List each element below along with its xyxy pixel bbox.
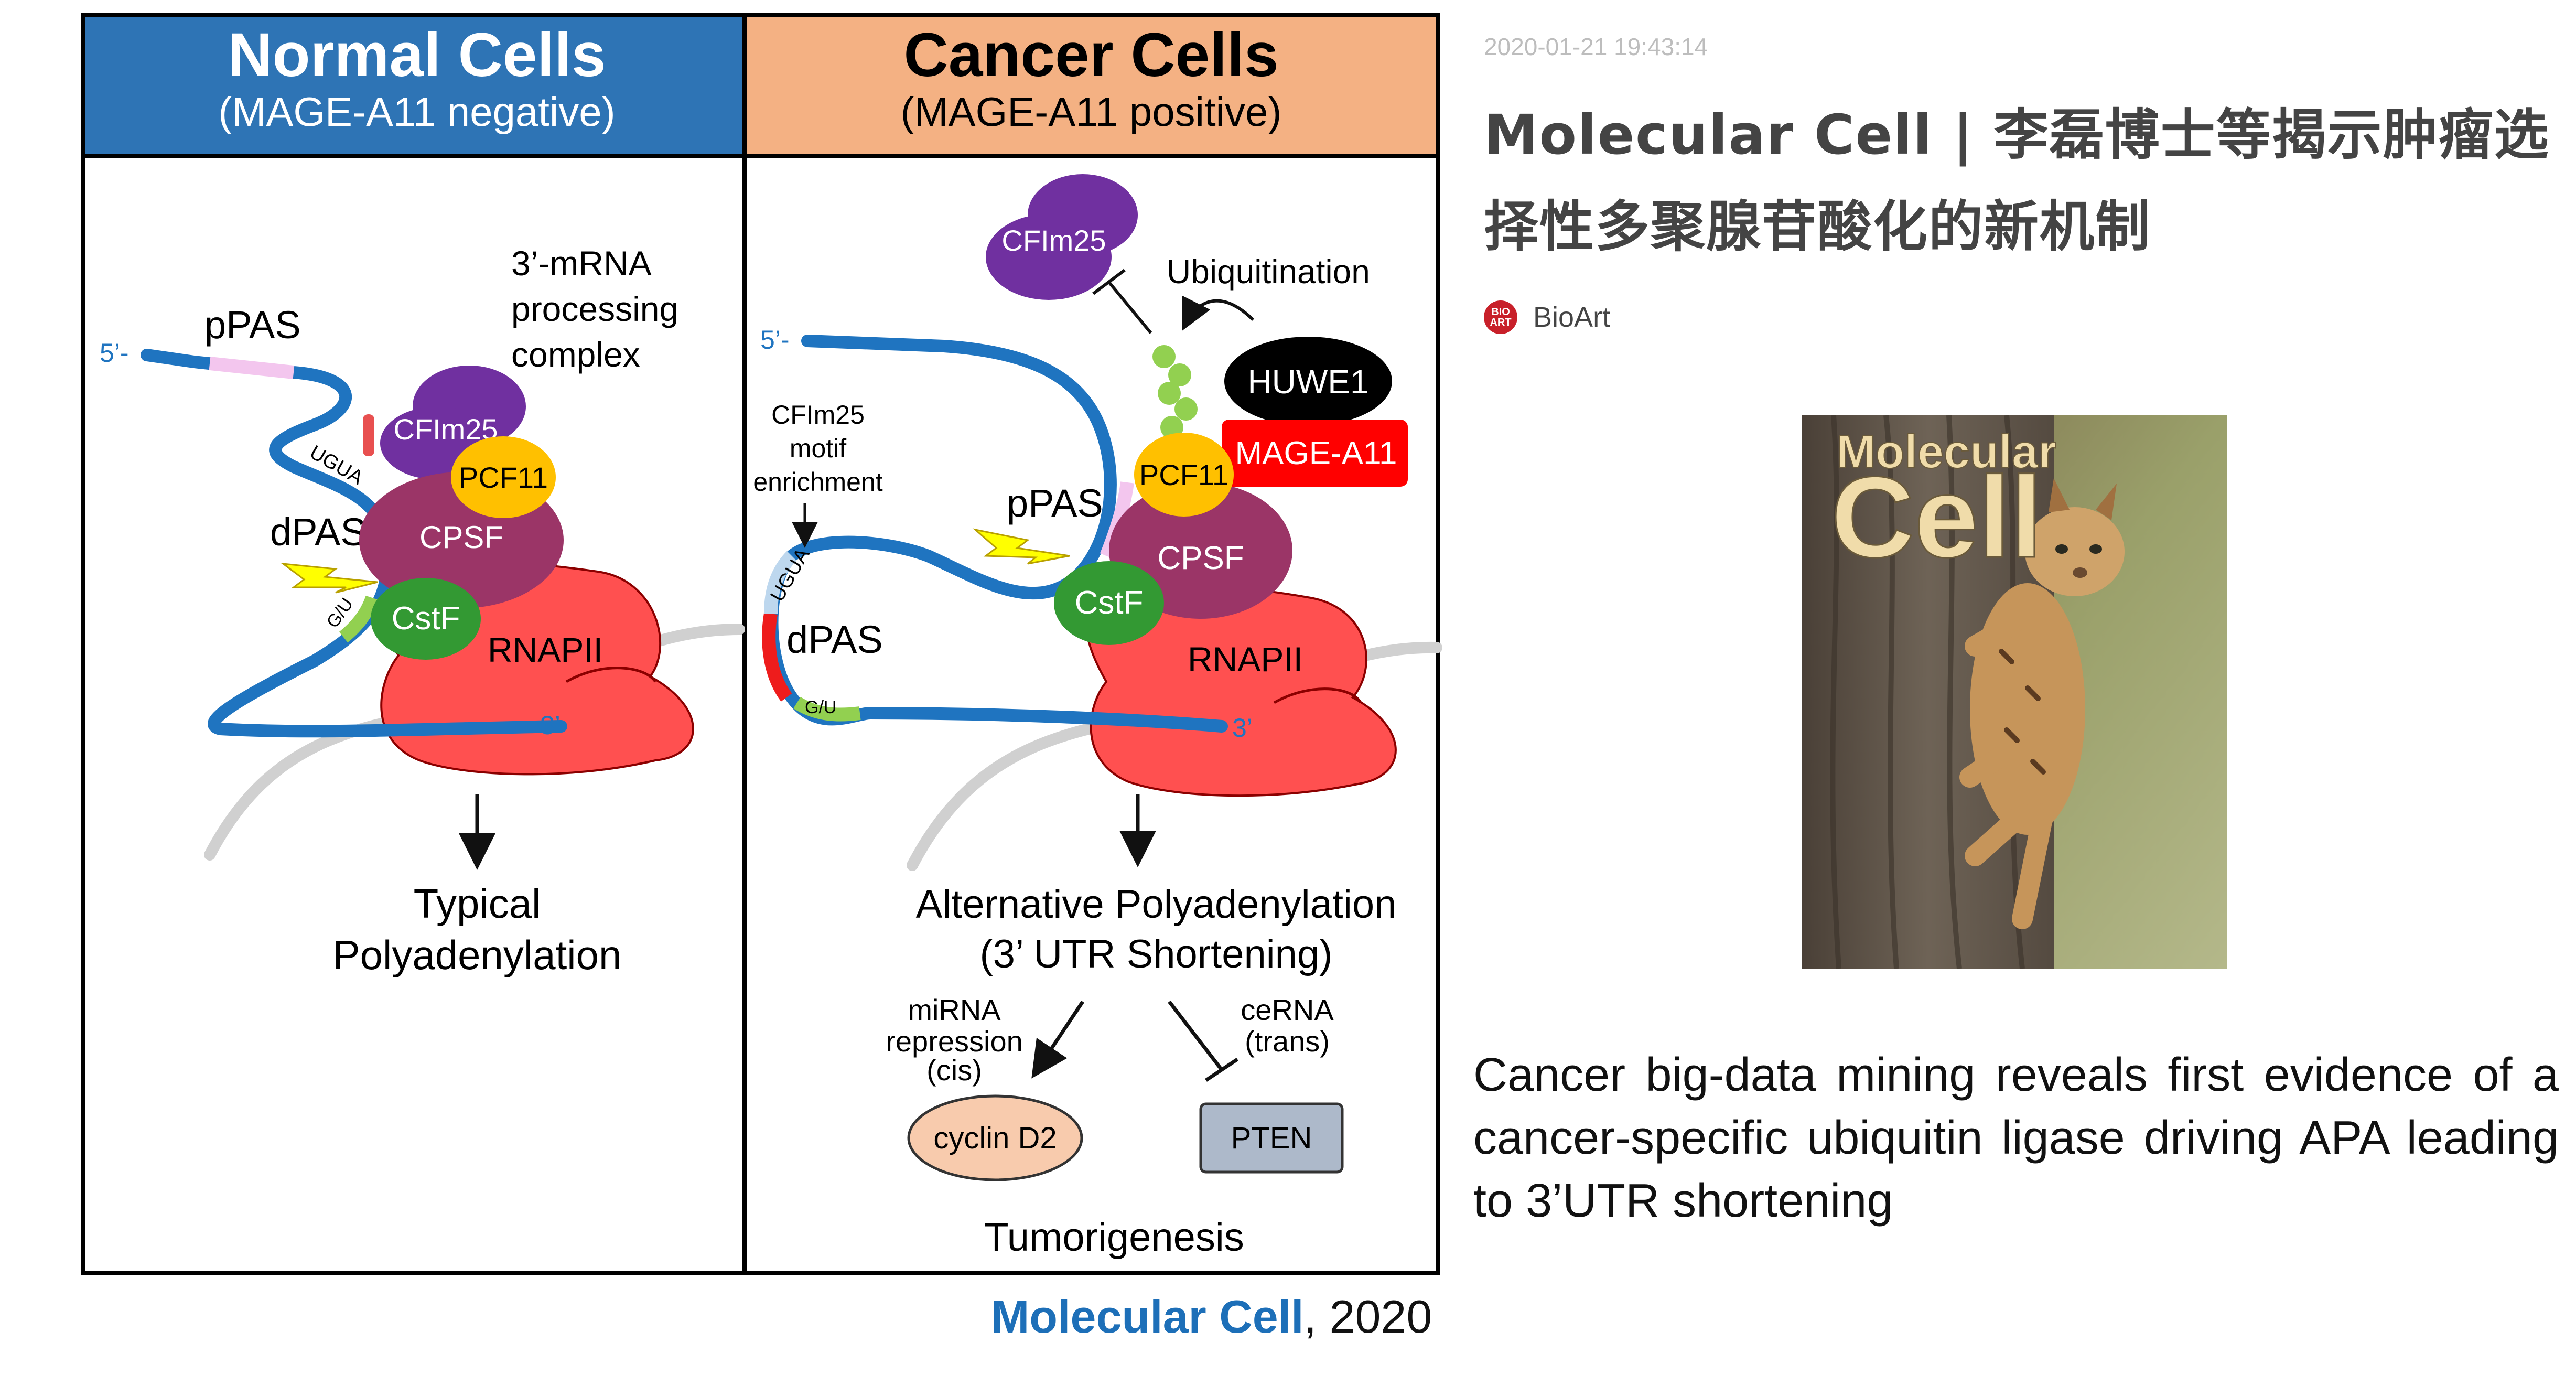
cancer-outcome-1: Alternative Polyadenylation — [916, 882, 1397, 927]
normal-lightning-icon — [280, 562, 378, 594]
cerna-label-1: ceRNA — [1241, 993, 1334, 1026]
cancer-pcf11-label: PCF11 — [1139, 458, 1228, 491]
cancer-ubiquitination-arrow — [1182, 295, 1255, 331]
article-source-name[interactable]: BioArt — [1533, 302, 1611, 333]
pten — [1199, 1102, 1344, 1174]
cyclin-d2 — [907, 1094, 1083, 1181]
cancer-inhibit-line — [1107, 281, 1152, 334]
cancer-dpas-segment — [762, 612, 792, 702]
citation-year: , 2020 — [1303, 1291, 1432, 1342]
cancer-title: Cancer Cells — [904, 20, 1279, 90]
mirna-label-3: (cis) — [926, 1054, 982, 1087]
article-source[interactable]: BIO ART BioArt — [1484, 299, 1610, 336]
normal-title: Normal Cells — [228, 20, 606, 90]
cancer-pcf11 — [1134, 433, 1234, 517]
cancer-header — [745, 15, 1438, 156]
cover-title-1: Molecular — [1836, 426, 2056, 478]
cover-title-2: Cell — [1831, 453, 2042, 582]
ubiquitin-2 — [1168, 363, 1191, 386]
cancer-motif-1: CFIm25 — [771, 400, 865, 429]
article-timestamp: 2020-01-21 19:43:14 — [1484, 33, 1708, 60]
cancer-ppas-label: pPAS — [1007, 481, 1103, 525]
tumorigenesis-label: Tumorigenesis — [984, 1215, 1244, 1260]
cancer-cstf — [1054, 561, 1164, 645]
normal-ppas-label: pPAS — [204, 303, 301, 347]
normal-complex-label-2: processing — [511, 289, 678, 328]
cancer-dpas-label: dPAS — [786, 618, 883, 661]
normal-rnapii-label: RNAPII — [488, 630, 603, 669]
cancer-cpsf-label: CPSF — [1157, 540, 1244, 576]
pten-label: PTEN — [1231, 1121, 1312, 1155]
normal-five-prime: 5’- — [100, 338, 129, 368]
normal-rnapii-groove — [565, 667, 657, 683]
mage-a11 — [1222, 420, 1408, 487]
citation-journal: Molecular Cell — [991, 1291, 1304, 1342]
cancer-five-prime: 5’- — [760, 325, 790, 354]
normal-pcf11 — [451, 436, 556, 518]
cancer-cstf-label: CstF — [1075, 585, 1144, 621]
normal-subtitle: (MAGE-A11 negative) — [218, 89, 615, 135]
normal-cfim25-label: CFIm25 — [393, 413, 498, 446]
mirna-label-1: miRNA — [908, 993, 1001, 1026]
cancer-motif-3: enrichment — [753, 467, 882, 497]
cancer-lightning-icon — [972, 528, 1070, 565]
huwe1-label: HUWE1 — [1247, 363, 1368, 401]
normal-outcome-1: Typical — [414, 880, 541, 927]
cover-lynx — [1959, 478, 2125, 929]
normal-cfim25-tab — [363, 414, 374, 456]
cerna-inhibit-bar — [1205, 1058, 1238, 1082]
cancer-ugua-segment — [764, 551, 797, 614]
cancer-rnapii-label: RNAPII — [1188, 640, 1303, 679]
cyclin-d2-label: cyclin D2 — [933, 1121, 1057, 1155]
normal-cstf — [371, 578, 481, 660]
cancer-ubiquitination-label: Ubiquitination — [1167, 253, 1370, 291]
cancer-outcome-2: (3’ UTR Shortening) — [980, 932, 1333, 976]
mage-a11-label: MAGE-A11 — [1235, 435, 1397, 471]
mechanism-figure: Normal Cells (MAGE-A11 negative) Cancer … — [81, 13, 1442, 1275]
article-summary: Cancer big-data mining reveals first evi… — [1473, 1049, 2559, 1227]
ubiquitin-3 — [1158, 382, 1181, 405]
normal-ppas-segment — [209, 357, 295, 379]
cancer-inhibit-bar — [1092, 268, 1126, 295]
article-headline[interactable]: Molecular Cell | 李磊博士等揭示肿瘤选择性多聚腺苷酸化的新机制 — [1484, 103, 2550, 259]
mirna-label-2: repression — [886, 1025, 1022, 1058]
cancer-motif-2: motif — [790, 434, 846, 463]
cover-bark-texture — [1830, 415, 2025, 969]
ubiquitin-4 — [1174, 397, 1198, 421]
cancer-three-prime: 3’ — [1232, 713, 1253, 743]
normal-three-prime: 3’ — [540, 711, 561, 740]
normal-outcome-2: Polyadenylation — [333, 932, 622, 978]
normal-complex-label-3: complex — [511, 335, 640, 374]
normal-header — [83, 15, 745, 156]
normal-cpsf-label: CPSF — [419, 520, 503, 555]
normal-cstf-label: CstF — [392, 600, 460, 637]
cancer-gu-label: G/U — [805, 697, 836, 717]
bioart-logo-icon: BIO ART — [1484, 300, 1517, 334]
cancer-gu-segment — [793, 696, 861, 722]
normal-pcf11-label: PCF11 — [459, 461, 548, 494]
cerna-inhibit-line — [1168, 1000, 1223, 1071]
cancer-rnapii-groove — [1273, 687, 1362, 704]
cancer-cfim25-label: CFIm25 — [1001, 224, 1106, 257]
cancer-rnapii — [1085, 585, 1397, 797]
normal-complex-label-1: 3’-mRNA — [511, 244, 652, 283]
figure-citation: Molecular Cell, 2020 — [991, 1290, 1432, 1344]
cerna-label-2: (trans) — [1245, 1025, 1330, 1058]
journal-cover-image: Molecular Cell — [1802, 415, 2227, 969]
normal-rna-strand — [141, 349, 567, 738]
cancer-cfim25 — [986, 214, 1112, 300]
ubiquitin-1 — [1152, 345, 1176, 368]
normal-dpas-label: dPAS — [270, 510, 367, 554]
cancer-rna-strand — [766, 335, 1228, 733]
huwe1 — [1224, 337, 1392, 426]
cancer-subtitle: (MAGE-A11 positive) — [901, 89, 1282, 135]
normal-gu-segment — [339, 595, 379, 643]
mirna-arrow — [1031, 1001, 1084, 1079]
